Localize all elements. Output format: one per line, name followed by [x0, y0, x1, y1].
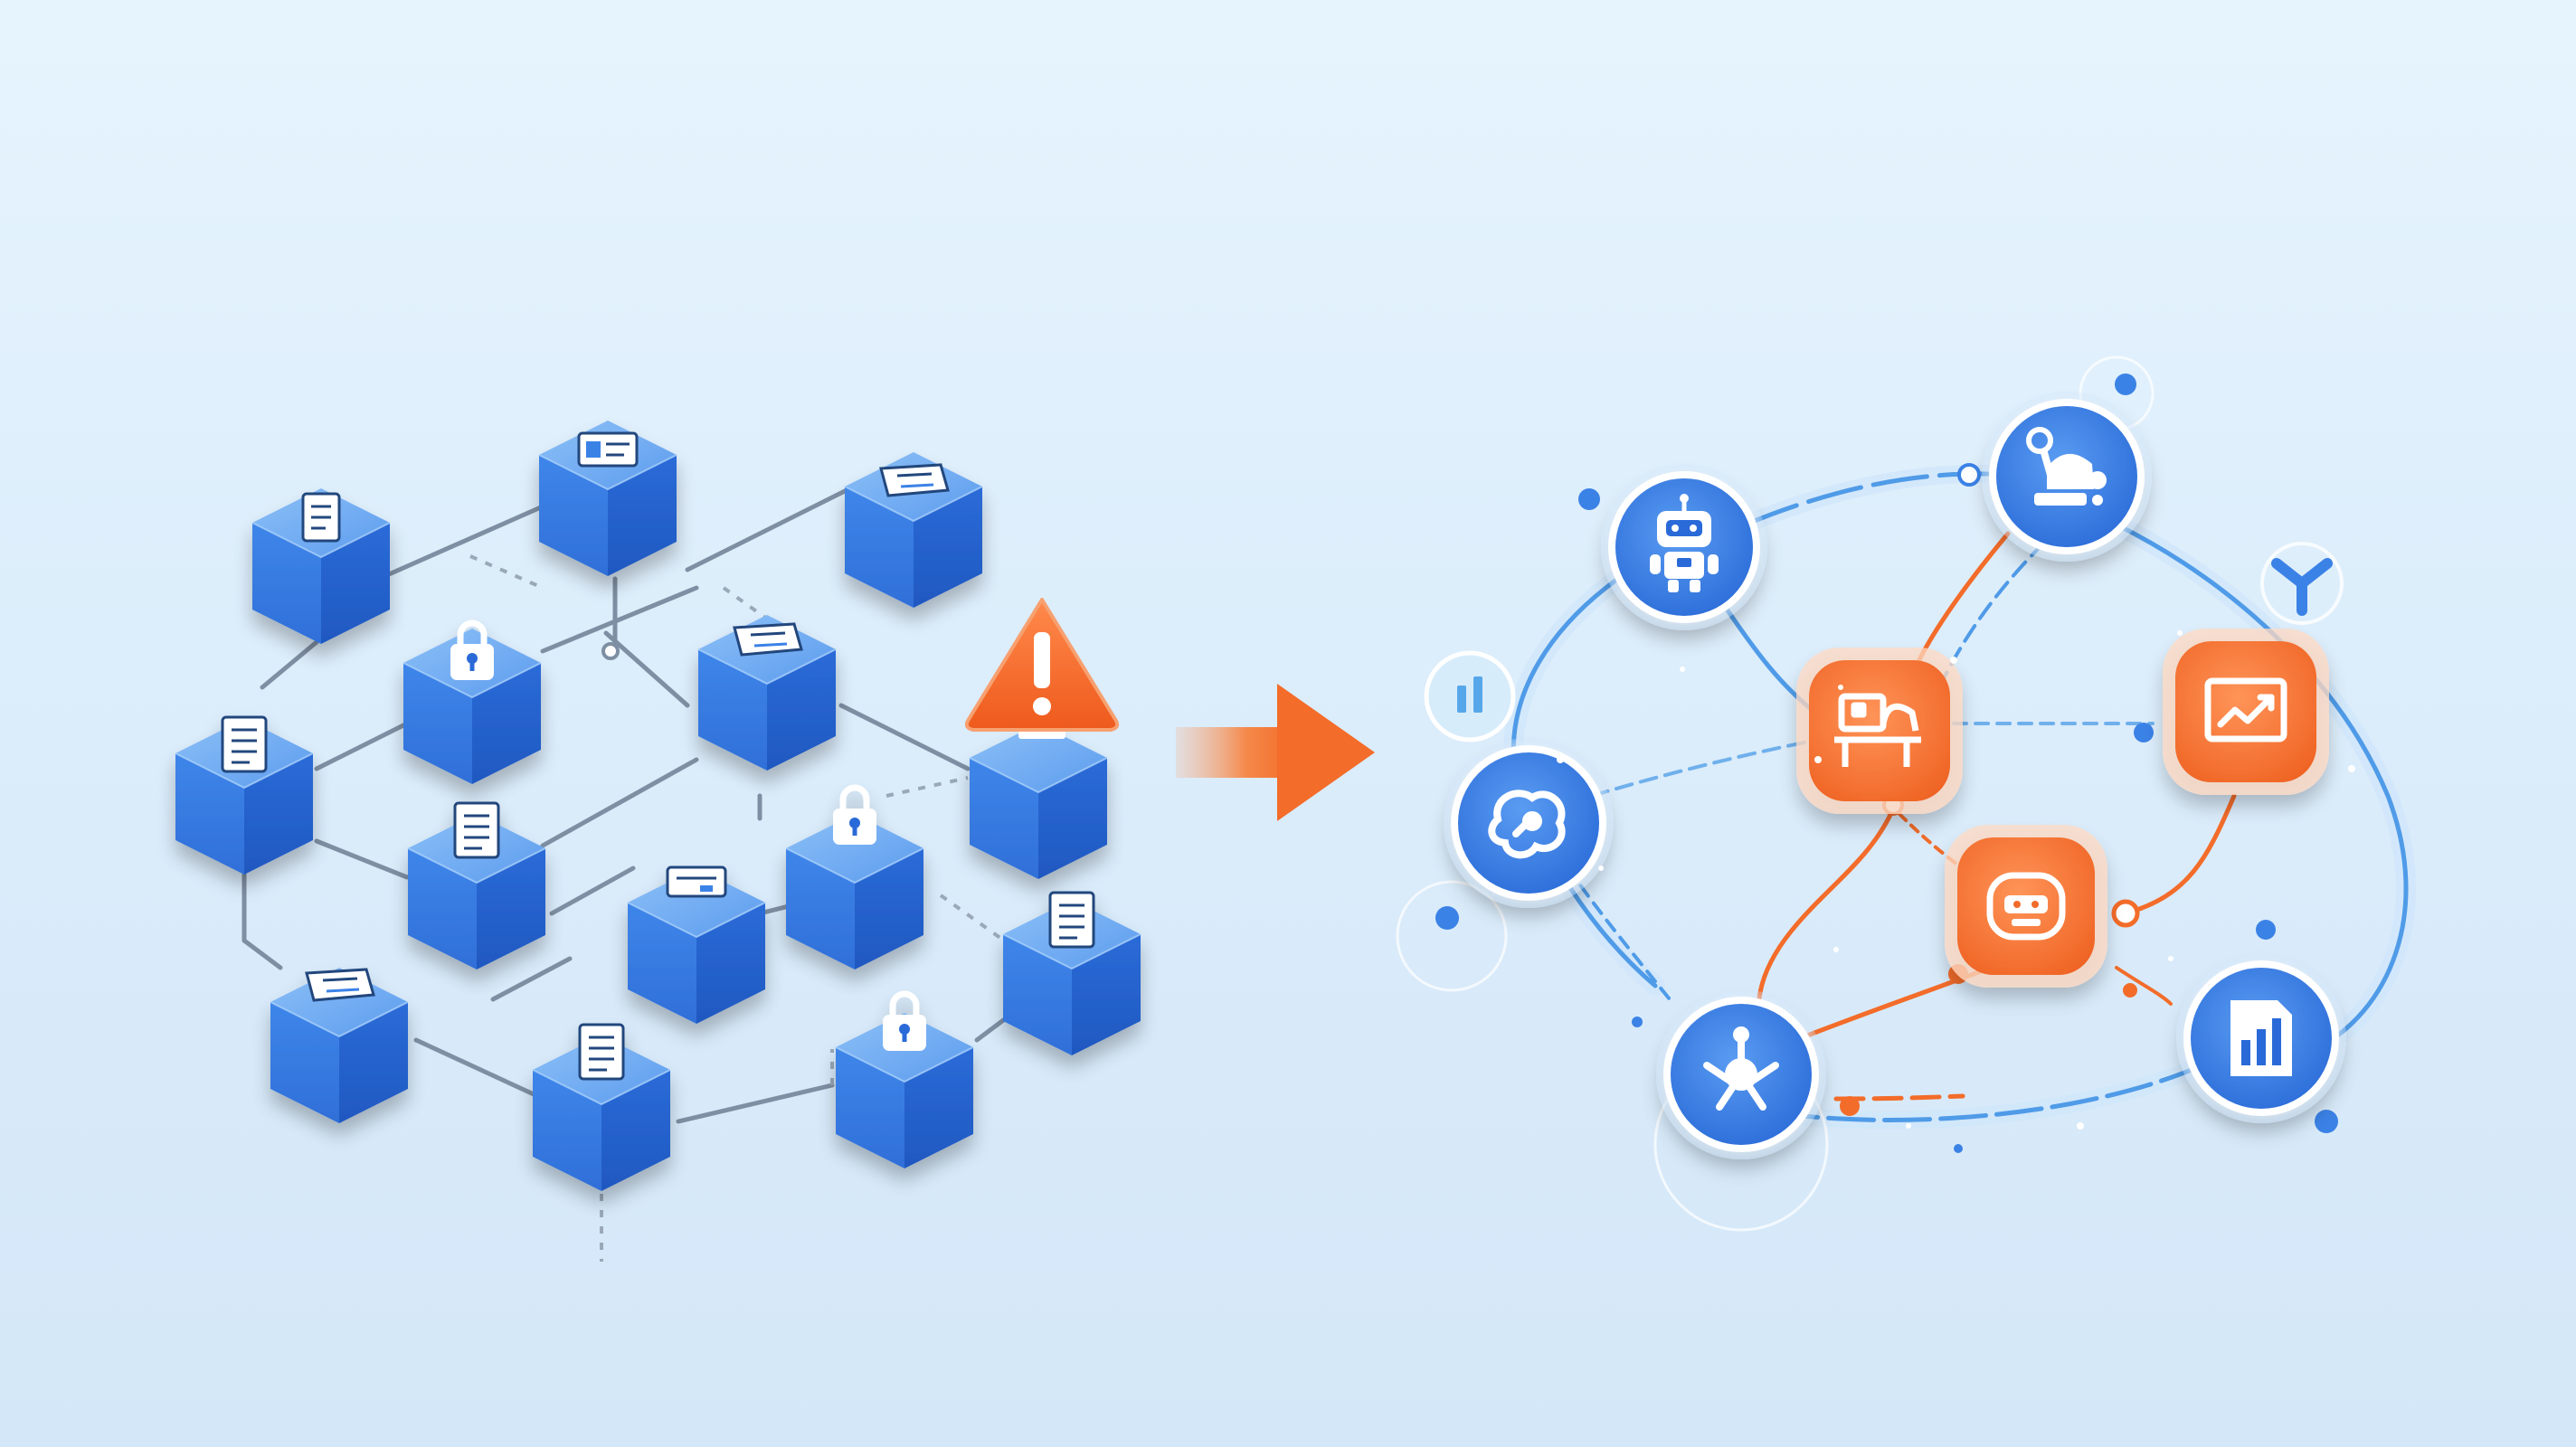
sparkles	[1557, 630, 2355, 1130]
line-chart-icon	[2204, 677, 2287, 742]
hub-icon	[1703, 1026, 1779, 1111]
dashed-link	[939, 894, 1006, 942]
robot-arm-icon	[2026, 427, 2107, 506]
brain-icon	[1488, 790, 1566, 859]
dashed-link	[469, 554, 544, 590]
bar-report-icon	[2230, 1000, 2292, 1076]
link-line	[549, 865, 636, 916]
list-icon	[1048, 891, 1095, 949]
left-dashed-lines	[469, 554, 1006, 1262]
link-line	[540, 585, 699, 654]
bot-face-icon	[1986, 872, 2066, 941]
connector-dot	[1957, 463, 1981, 487]
link-line	[260, 639, 319, 690]
cube-alert	[969, 723, 1108, 880]
list-icon	[453, 801, 500, 859]
node-chart	[2163, 629, 2329, 795]
cube-ticket-2	[697, 614, 837, 771]
share-badge	[2260, 542, 2344, 625]
cube-ticket-3	[270, 967, 409, 1124]
cube-lock-3	[835, 990, 974, 1169]
lock-icon	[450, 619, 494, 680]
list-icon	[578, 1023, 625, 1081]
decor-ring	[1396, 880, 1508, 992]
connector-dot	[1840, 1096, 1860, 1116]
pause-icon	[1457, 676, 1482, 713]
arrow-right-icon	[1176, 684, 1375, 821]
share-icon	[2271, 558, 2333, 616]
cube-card	[627, 865, 766, 1025]
connector-dot	[2256, 920, 2276, 940]
node-bot-face	[1945, 825, 2107, 988]
link-line	[603, 630, 690, 708]
connector-dot	[2123, 983, 2137, 998]
cube-list	[175, 715, 314, 875]
ticket-icon	[305, 968, 375, 1002]
connector-dot	[2315, 1110, 2338, 1133]
cube-ticket	[844, 451, 983, 609]
connector-dot	[2115, 374, 2136, 395]
connector-dot	[2134, 723, 2154, 742]
left-connection-lines	[242, 486, 1016, 1124]
node-report	[2176, 953, 2346, 1123]
ticket-icon	[879, 463, 950, 497]
link-line	[242, 938, 283, 970]
cube-list-4	[532, 1023, 671, 1192]
node-brain	[1444, 738, 1614, 908]
left-cube-cluster	[175, 420, 1141, 1192]
node-robot-arm	[1982, 392, 2152, 562]
cube-document	[251, 487, 391, 645]
card-icon	[666, 865, 727, 898]
connector-dot	[2111, 899, 2140, 928]
pause-badge	[1424, 650, 1516, 742]
node-workstation	[1796, 648, 1963, 814]
connector-dot	[1435, 906, 1459, 930]
warning-icon	[964, 598, 1120, 739]
document-icon	[301, 492, 341, 543]
ticket-icon	[733, 622, 803, 657]
list-icon	[221, 715, 268, 773]
lock-icon	[883, 990, 926, 1051]
cube-lock-2	[785, 784, 924, 970]
connector-dot	[1578, 488, 1600, 510]
connector-dot	[1954, 1144, 1963, 1153]
cube-lock	[402, 619, 542, 785]
link-line	[676, 1083, 835, 1124]
cube-list-2	[407, 801, 546, 970]
node-robot	[1601, 464, 1767, 630]
workstation-icon	[1834, 693, 1921, 767]
junction-dot	[601, 642, 620, 660]
cube-id-card	[538, 420, 677, 577]
link-line	[314, 838, 410, 880]
link-line	[386, 504, 545, 577]
connector-dot	[1632, 1017, 1643, 1027]
robot-icon	[1650, 494, 1719, 592]
link-line	[685, 486, 853, 572]
dashed-link	[722, 586, 789, 635]
link-line	[838, 703, 971, 771]
link-line	[413, 1037, 536, 1097]
lock-icon	[833, 784, 876, 845]
cube-list-3	[1002, 891, 1141, 1056]
node-hub	[1656, 989, 1826, 1159]
link-line	[490, 956, 573, 1002]
dashed-link	[886, 776, 969, 798]
id-card-icon	[577, 431, 639, 468]
link-line	[540, 757, 699, 848]
link-line	[314, 721, 410, 771]
